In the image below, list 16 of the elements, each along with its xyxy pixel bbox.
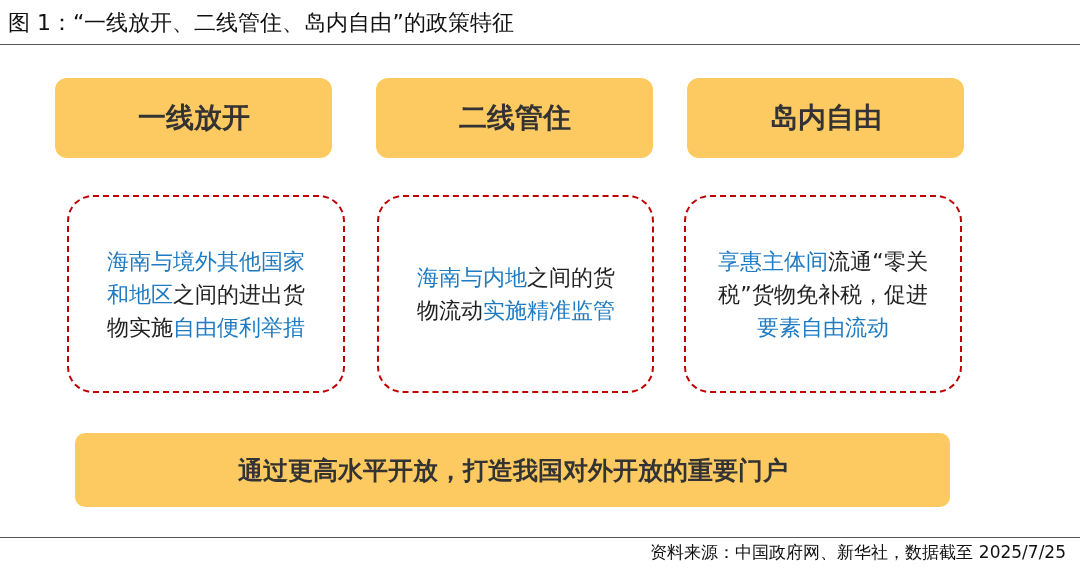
dashed-description-box — [67, 195, 345, 393]
dashed-description-box — [684, 195, 962, 393]
summary-banner — [75, 433, 950, 507]
box-text: 海南与内地之间的货物流动实施精准监管 — [415, 264, 616, 325]
header-box — [376, 78, 653, 158]
box-text: 通过更高水平开放，打造我国对外开放的重要门户 — [237, 454, 788, 487]
box-text: 海南与境外其他国家和地区之间的进出货物实施自由便利举措 — [106, 247, 306, 342]
header-box — [687, 78, 964, 158]
header-box — [55, 78, 332, 158]
box-text: 享惠主体间流通“零关税”货物免补税，促进要素自由流动 — [717, 247, 929, 342]
figure-title: 图 1：“一线放开、二线管住、岛内自由”的政策特征 — [8, 9, 514, 37]
source-note: 资料来源：中国政府网、新华社，数据截至 2025/7/25 — [650, 541, 1066, 564]
dashed-description-box — [377, 195, 654, 393]
box-text: 一线放开 — [137, 100, 250, 136]
box-text: 岛内自由 — [769, 100, 882, 136]
box-text: 二线管住 — [458, 100, 571, 136]
